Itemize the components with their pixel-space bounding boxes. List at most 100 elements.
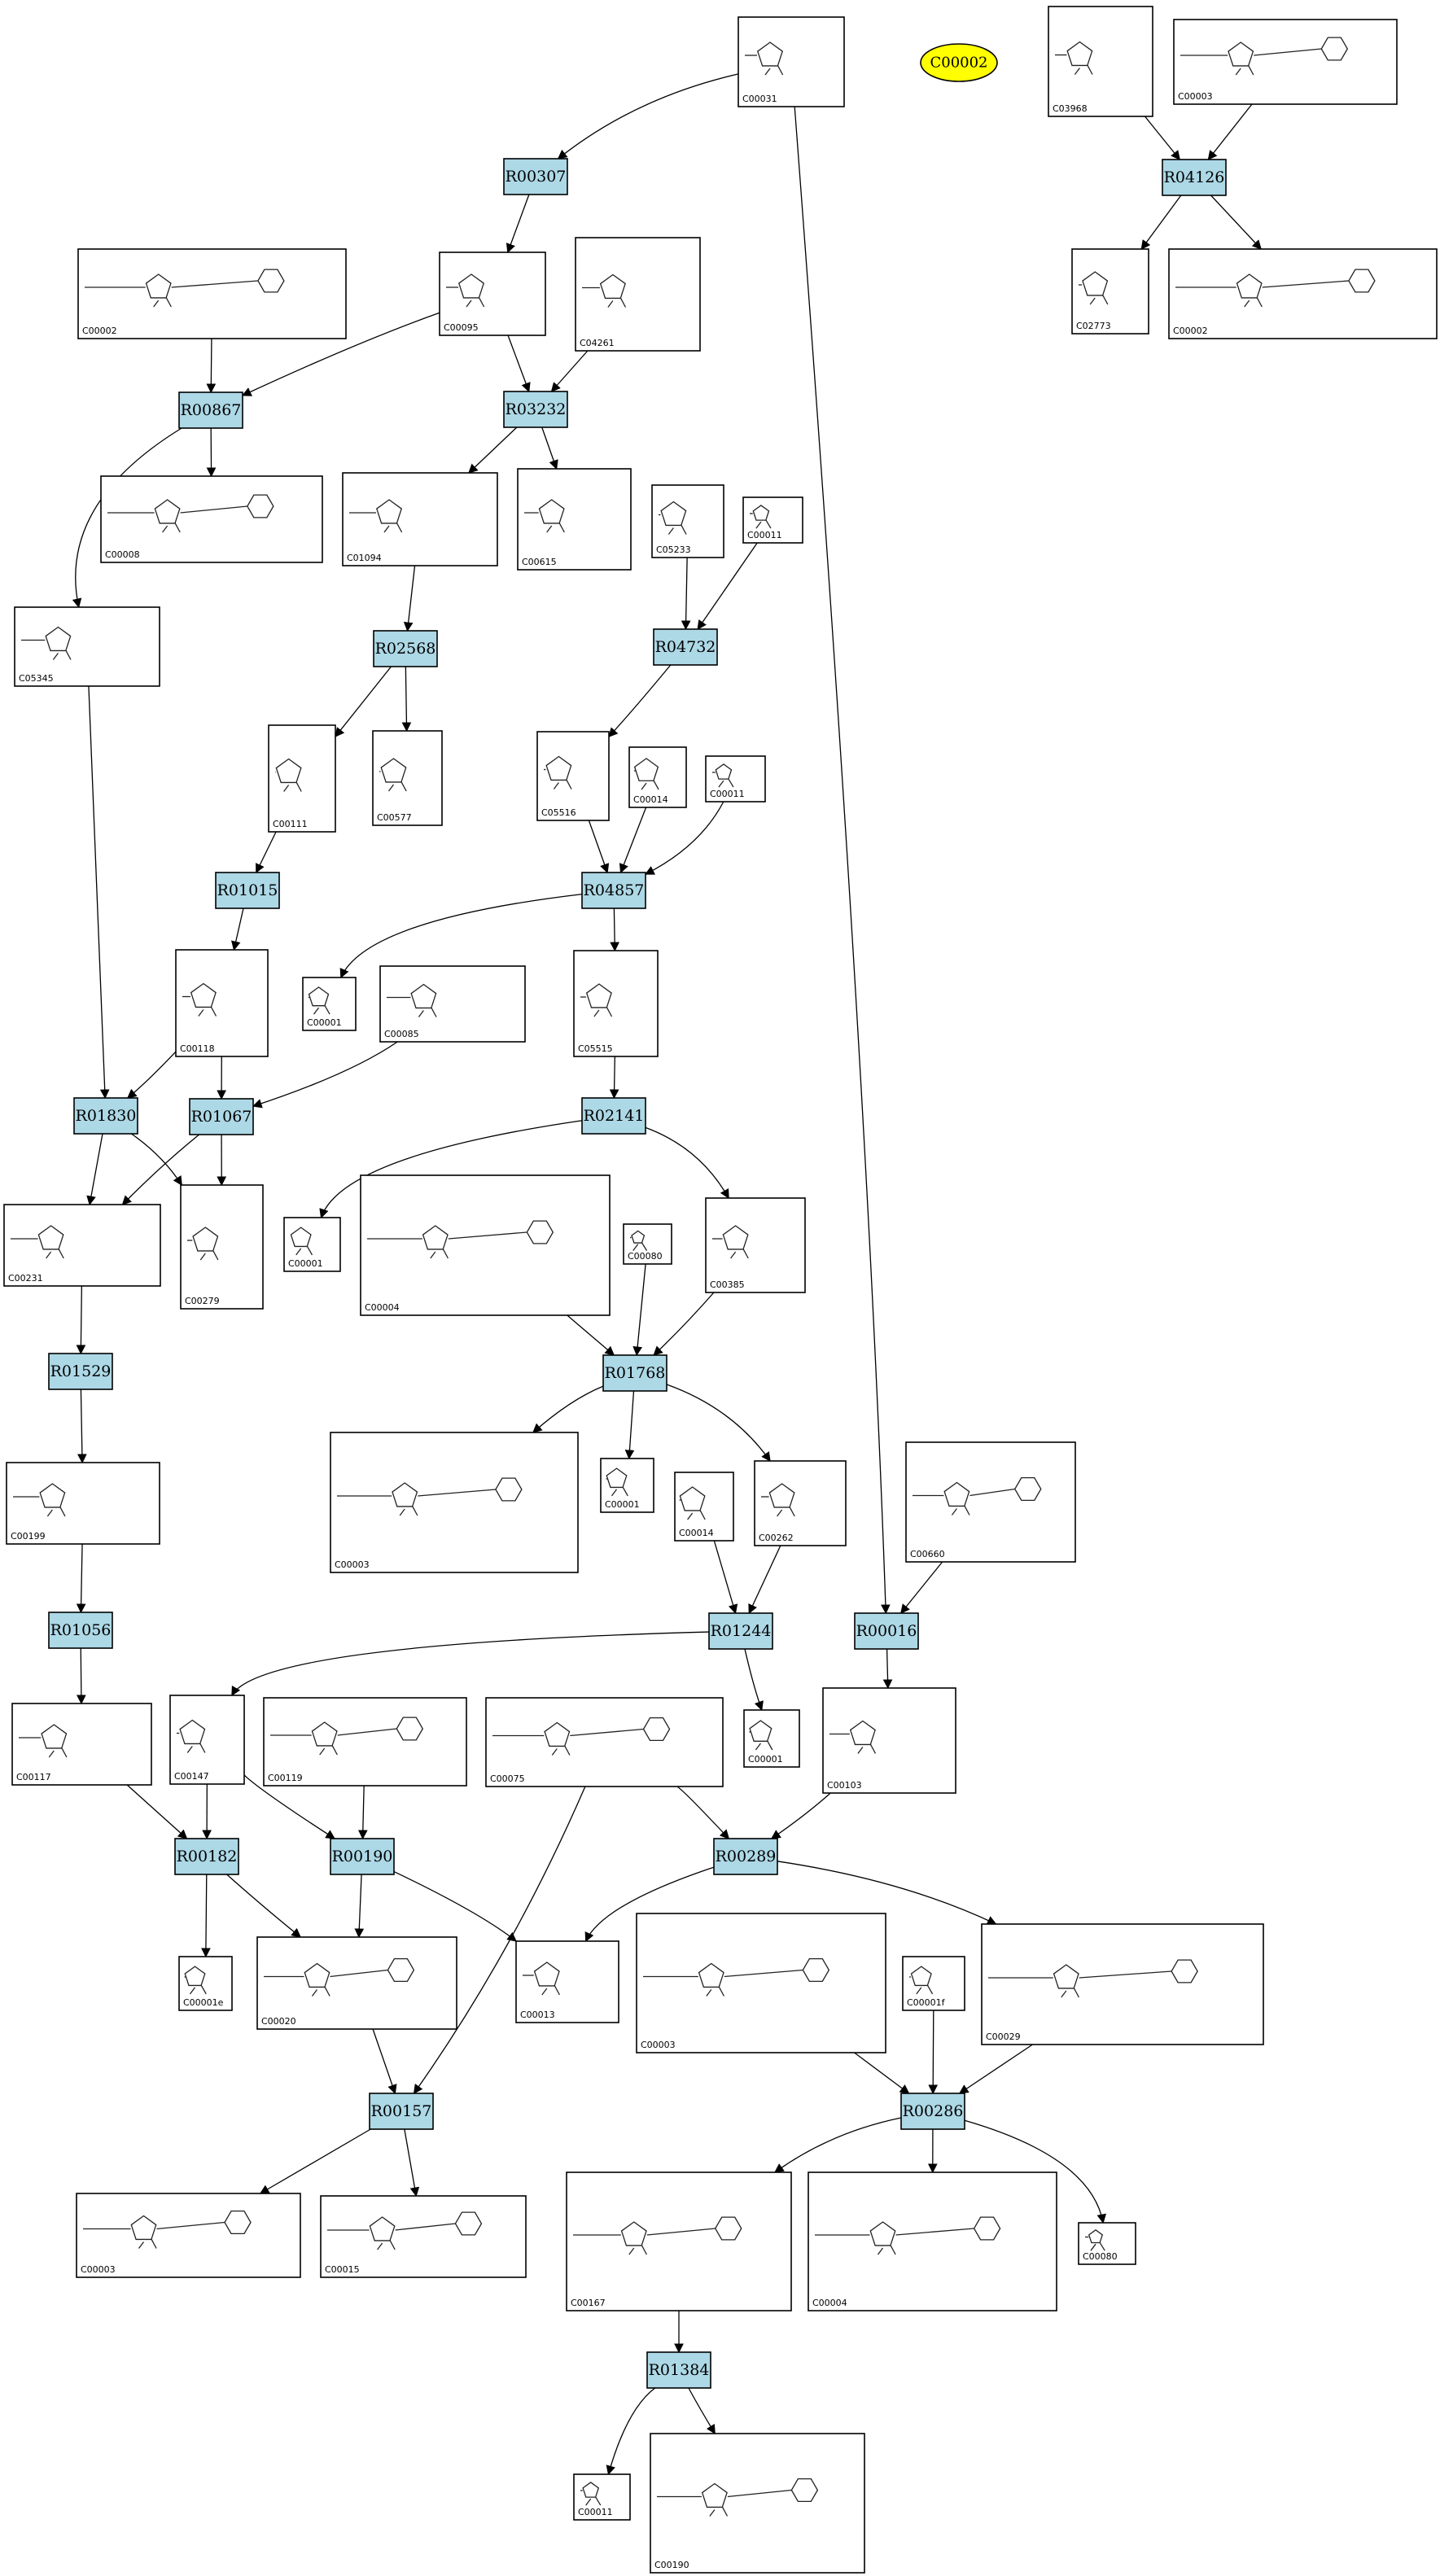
reaction-R01015[interactable]: R01015 (215, 872, 280, 909)
reaction-R01067[interactable]: R01067 (189, 1098, 254, 1135)
compound-C00001[interactable]: C00001 (743, 1709, 800, 1768)
edge-C00003-to-R04126 (1207, 103, 1253, 160)
compound-C00004[interactable]: C00004 (360, 1174, 611, 1316)
compound-box (3, 1204, 161, 1287)
reaction-R01244[interactable]: R01244 (708, 1612, 773, 1650)
compound-C00004[interactable]: C00004 (808, 2171, 1057, 2311)
compound-C05515[interactable]: C05515 (573, 950, 659, 1057)
compound-C05516[interactable]: C05516 (536, 731, 610, 821)
compound-C00001e[interactable]: C00001e (178, 1956, 233, 2011)
compound-C00015[interactable]: C00015 (320, 2195, 527, 2278)
compound-C00075[interactable]: C00075 (485, 1697, 724, 1787)
compound-id-label: C00008 (105, 549, 140, 560)
structure-drawing (544, 755, 572, 789)
reaction-R04732[interactable]: R04732 (653, 628, 718, 666)
reaction-box (713, 1838, 778, 1875)
compound-C00615[interactable]: C00615 (517, 468, 632, 571)
compound-box (1048, 6, 1153, 117)
compound-C00001f[interactable]: C00001f (902, 1956, 965, 2011)
edge-R00289-to-C00029 (777, 1861, 997, 1925)
structure-drawing (1055, 41, 1093, 75)
reaction-R00157[interactable]: R00157 (369, 2093, 434, 2130)
compound-C00117[interactable]: C00117 (11, 1703, 152, 1786)
reaction-R01830[interactable]: R01830 (73, 1097, 138, 1135)
reaction-R00190[interactable]: R00190 (330, 1838, 395, 1875)
compound-C00279[interactable]: C00279 (180, 1184, 264, 1310)
compound-id-label: C00011 (578, 2507, 613, 2517)
edge-R04126-to-C00002 (1210, 195, 1262, 250)
compound-C00118[interactable]: C00118 (175, 949, 269, 1057)
edge-R00157-to-C00015 (404, 2128, 420, 2198)
compound-C00011[interactable]: C00011 (742, 496, 803, 544)
reaction-R02141[interactable]: R02141 (581, 1097, 646, 1135)
compound-C00147[interactable]: C00147 (169, 1695, 245, 1785)
compound-id-label: C00103 (827, 1780, 862, 1791)
compound-C00003[interactable]: C00003 (1173, 19, 1398, 105)
reaction-box (369, 2093, 434, 2130)
compound-C00119[interactable]: C00119 (263, 1697, 467, 1787)
compound-C00020[interactable]: C00020 (256, 1936, 457, 2030)
compound-C01094[interactable]: C01094 (342, 472, 498, 566)
reaction-R01384[interactable]: R01384 (646, 2351, 711, 2389)
compound-C00080[interactable]: C00080 (623, 1223, 672, 1265)
reaction-R02568[interactable]: R02568 (373, 630, 438, 667)
reaction-R01768[interactable]: R01768 (602, 1354, 667, 1392)
reaction-R00289[interactable]: R00289 (713, 1838, 778, 1875)
compound-C00001[interactable]: C00001 (283, 1217, 341, 1272)
compound-C00002[interactable]: C00002 (77, 248, 347, 339)
compound-C04261[interactable]: C04261 (575, 237, 701, 352)
compound-id-label: C00199 (11, 1531, 46, 1542)
compound-C00577[interactable]: C00577 (372, 730, 443, 826)
compound-C00011[interactable]: C00011 (705, 755, 766, 803)
compound-C00003[interactable]: C00003 (330, 1432, 579, 1573)
compound-C00262[interactable]: C00262 (754, 1460, 847, 1546)
edge-R00016-to-C00103 (882, 1648, 893, 1690)
compound-C00001[interactable]: C00001 (302, 977, 357, 1031)
compound-C00190[interactable]: C00190 (650, 2433, 865, 2574)
compound-C00001[interactable]: C00001 (600, 1458, 654, 1513)
reaction-R00286[interactable]: R00286 (900, 2093, 965, 2130)
compound-C00385[interactable]: C00385 (705, 1197, 806, 1293)
compound-id-label: C00095 (444, 322, 479, 333)
compound-id-label: C00004 (812, 2298, 847, 2308)
reaction-R04857[interactable]: R04857 (581, 872, 646, 909)
compound-id-label: C00002 (1173, 326, 1208, 336)
reaction-R00307[interactable]: R00307 (503, 158, 568, 195)
compound-box (175, 949, 269, 1057)
compound-C00002[interactable]: C00002 (1168, 248, 1438, 339)
compound-C00085[interactable]: C00085 (379, 965, 526, 1043)
compound-C00014[interactable]: C00014 (628, 746, 687, 808)
compound-C00103[interactable]: C00103 (822, 1687, 956, 1794)
compound-C00031[interactable]: C00031 (738, 16, 845, 107)
reaction-R03232[interactable]: R03232 (503, 391, 568, 428)
compound-C00003[interactable]: C00003 (636, 1913, 886, 2053)
reaction-R00867[interactable]: R00867 (178, 391, 243, 429)
edge-C00004-to-R01768 (567, 1314, 615, 1356)
structure-drawing (290, 1227, 313, 1256)
compound-C00029[interactable]: C00029 (981, 1923, 1264, 2045)
compound-C05233[interactable]: C05233 (651, 484, 724, 558)
reaction-R04126[interactable]: R04126 (1162, 159, 1227, 196)
compound-C00199[interactable]: C00199 (6, 1462, 160, 1545)
reaction-R00016[interactable]: R00016 (854, 1612, 919, 1650)
reaction-R00182[interactable]: R00182 (174, 1838, 239, 1875)
compound-C00095[interactable]: C00095 (439, 251, 546, 336)
compound-C00014[interactable]: C00014 (674, 1472, 734, 1542)
compound-C00111[interactable]: C00111 (268, 724, 336, 833)
compound-C00080[interactable]: C00080 (1078, 2222, 1136, 2265)
reaction-R01529[interactable]: R01529 (48, 1353, 113, 1390)
compound-C00011[interactable]: C00011 (573, 2473, 631, 2521)
reaction-id-label: R01529 (50, 1362, 112, 1380)
compound-C05345[interactable]: C05345 (14, 606, 160, 687)
compound-C00660[interactable]: C00660 (905, 1441, 1076, 1563)
compound-C00167[interactable]: C00167 (566, 2171, 792, 2311)
compound-C03968[interactable]: C03968 (1048, 6, 1153, 117)
compound-C02773[interactable]: C02773 (1071, 248, 1149, 335)
compound-C00008[interactable]: C00008 (100, 475, 323, 563)
highlight-compound[interactable]: C00002 (920, 43, 998, 82)
compound-C00231[interactable]: C00231 (3, 1204, 161, 1287)
compound-C00013[interactable]: C00013 (515, 1940, 619, 2023)
edge-R01067-to-C00231 (121, 1134, 200, 1205)
reaction-R01056[interactable]: R01056 (48, 1612, 113, 1649)
compound-C00003[interactable]: C00003 (76, 2193, 301, 2278)
